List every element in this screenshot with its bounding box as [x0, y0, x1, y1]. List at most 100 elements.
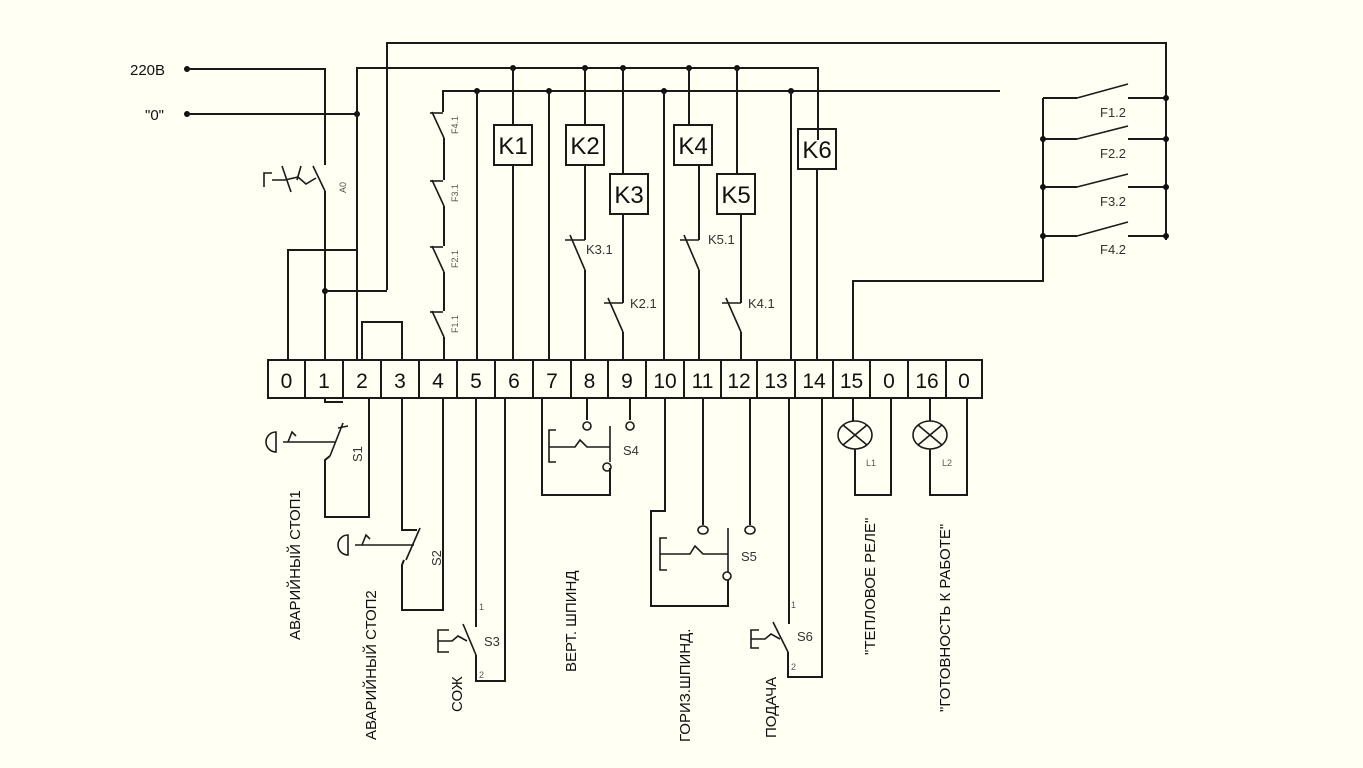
contact-terminal	[697, 525, 709, 535]
switch-s6-label: S6	[797, 629, 813, 644]
contact-blade	[1076, 83, 1129, 99]
switch-linkage	[660, 544, 728, 555]
breaker-linkage	[272, 176, 317, 185]
terminal-label: 6	[508, 370, 520, 393]
coil-k4-label: K4	[678, 133, 707, 160]
terminal-label: 3	[394, 370, 406, 393]
contact-blade	[725, 297, 742, 333]
junction-dot	[1163, 233, 1169, 239]
contact-blade	[607, 297, 624, 333]
switch-blade	[329, 422, 344, 457]
caption-coolant: СОЖ	[449, 676, 466, 712]
caption-emergency-stop-1: АВАРИЙНЫЙ СТОП1	[286, 490, 304, 640]
coil-k5	[716, 173, 756, 215]
contact-terminal	[602, 462, 612, 472]
supply-neutral-label: "0"	[145, 107, 164, 124]
coil-k6-label: K6	[802, 137, 831, 164]
terminal2-bridge	[361, 321, 403, 360]
switch-blade	[405, 527, 421, 561]
wire	[324, 398, 343, 403]
top-loop-wire	[386, 42, 1167, 290]
wire	[541, 398, 611, 496]
contact-label: F3.1	[450, 184, 460, 202]
contact-label: F2.1	[450, 250, 460, 268]
button-spring	[287, 430, 297, 443]
terminal-label: 5	[470, 370, 482, 393]
phase-wire	[187, 68, 326, 165]
contact-k2-1-label: K2.1	[630, 296, 657, 311]
contact-terminal	[722, 571, 732, 581]
contact-blade	[431, 111, 445, 139]
switch-blade	[462, 623, 477, 656]
wire	[401, 398, 417, 531]
junction-dot	[1163, 95, 1169, 101]
terminal-label: 9	[621, 370, 633, 393]
lamp-l1-label: L1	[866, 458, 876, 468]
contact-blade	[683, 234, 700, 271]
button-spring	[361, 533, 371, 546]
contact-label: F1.1	[450, 315, 460, 333]
caption-thermal-relay: "ТЕПЛОВОЕ РЕЛЕ"	[862, 518, 879, 655]
switch-linkage	[549, 438, 610, 448]
switch-pin-label: 1	[791, 600, 796, 610]
thermal-series-chain: F4.1 F3.1 F2.1 F1.1	[430, 98, 460, 360]
contact-k4-1-label: K4.1	[748, 296, 775, 311]
terminal-label: 0	[958, 370, 970, 393]
terminal-label: 1	[318, 370, 330, 393]
wire	[854, 398, 892, 496]
terminal-label: 15	[840, 370, 863, 393]
contact-blade	[1076, 125, 1129, 140]
lamp-cross	[842, 424, 868, 446]
wire	[324, 398, 370, 518]
caption-ready: "ГОТОВНОСТЬ К РАБОТЕ"	[937, 524, 954, 712]
caption-emergency-stop-2: АВАРИЙНЫЙ СТОП2	[362, 590, 380, 740]
breaker-label: A0	[338, 182, 348, 193]
supply-inputs: 220В "0"	[130, 62, 360, 165]
terminal-label: 2	[356, 370, 368, 393]
contact-f4-2-label: F4.2	[1100, 242, 1126, 257]
terminal-cell	[945, 359, 983, 399]
switch-pin-label: 2	[791, 662, 796, 672]
lamp-l2-label: L2	[942, 458, 952, 468]
mushroom-button-icon	[337, 534, 349, 556]
wire	[929, 398, 968, 496]
wire	[401, 398, 444, 611]
contact-blade	[1076, 221, 1129, 237]
junction-dot	[1040, 184, 1046, 190]
contact-f1-2-label: F1.2	[1100, 105, 1126, 120]
switch-pin-label: 2	[479, 670, 484, 680]
switch-s3-label: S3	[484, 634, 500, 649]
contact-blade	[431, 310, 445, 338]
switch-s4-label: S4	[623, 443, 639, 458]
lower-devices: S1 АВАРИЙНЫЙ СТОП1 S2 АВАРИЙНЫЙ СТОП2 1 …	[265, 398, 968, 742]
junction-dot	[1040, 233, 1046, 239]
contact-k5-1-label: K5.1	[708, 232, 735, 247]
wire	[650, 398, 729, 607]
terminal-label: 13	[764, 370, 787, 393]
breaker-stroke	[312, 165, 326, 192]
caption-feed: ПОДАЧА	[763, 677, 780, 738]
junction-dot	[1163, 184, 1169, 190]
coil-k5-label: K5	[721, 182, 750, 209]
switch-blade	[772, 621, 789, 653]
terminal-label: 0	[281, 370, 293, 393]
terminal-label: 11	[692, 370, 714, 393]
lamp-cross	[917, 424, 943, 446]
contact-f3-2-label: F3.2	[1100, 194, 1126, 209]
breaker-a0: A0	[263, 165, 348, 360]
contact-label: F4.1	[450, 116, 460, 134]
contact-blade	[431, 245, 445, 273]
terminal-label: 0	[883, 370, 895, 393]
coil-k3	[609, 173, 649, 215]
thermal-parallel-contacts: F1.2 F2.2 F3.2 F4.2	[852, 83, 1169, 360]
coil-k1-label: K1	[498, 133, 527, 160]
caption-vertical-spindle: ВЕРТ. ШПИНД	[563, 571, 580, 672]
switch-s5-label: S5	[741, 549, 757, 564]
terminal-label: 12	[727, 370, 750, 393]
caption-horizontal-spindle: ГОРИЗ.ШПИНД.	[677, 629, 694, 742]
coil-columns: K1 K2 K3.1 K3 K2.1 K4 K5.1 K5	[476, 68, 837, 360]
switch-s2-label: S2	[429, 550, 444, 566]
contact-terminal	[625, 421, 635, 431]
